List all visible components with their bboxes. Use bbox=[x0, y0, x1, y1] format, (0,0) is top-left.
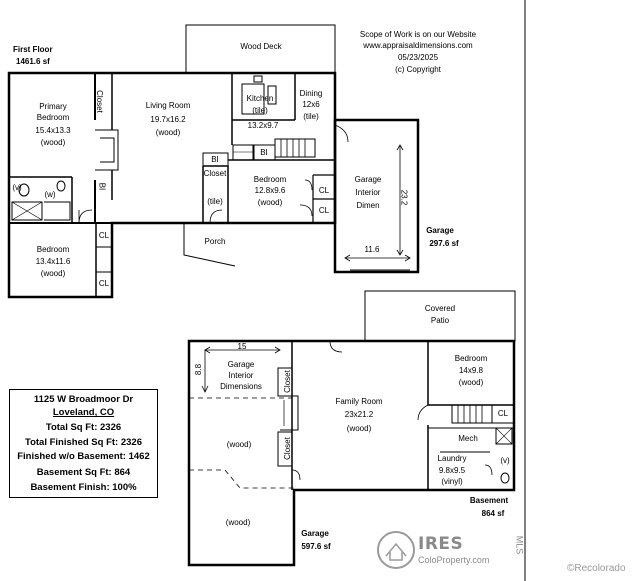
cl-label-sw-upper: CL bbox=[98, 231, 110, 240]
porch-outline bbox=[183, 223, 236, 267]
scope-of-work-line: Scope of Work is on our Website bbox=[359, 30, 477, 39]
bi-label-kitchen: BI bbox=[260, 148, 268, 157]
property-summary-box: 1125 W Broadmoor Dr Loveland, CO Total S… bbox=[9, 389, 158, 498]
fireplace bbox=[95, 129, 119, 171]
ires-watermark: IRES bbox=[418, 534, 464, 554]
closet-label-hall: Closet bbox=[203, 169, 227, 178]
summary-finished-sqft: Total Finished Sq Ft: 2326 bbox=[24, 437, 142, 448]
date-line: 05/23/2025 bbox=[397, 53, 439, 62]
kitchen-dimension: 13.2x9.7 bbox=[247, 121, 279, 130]
tile-label-hall: (tile) bbox=[207, 197, 223, 206]
closet-label-basement-upper: Closet bbox=[282, 370, 292, 393]
bi-label-vertical: BI bbox=[97, 182, 107, 191]
basement-outline bbox=[187, 339, 516, 567]
vanity-label-bath1: (v) bbox=[12, 183, 22, 192]
website-line: www.appraisaldimensions.com bbox=[363, 41, 473, 50]
cl-label-basement: CL bbox=[497, 409, 509, 418]
washer-label: (w) bbox=[44, 190, 56, 199]
closet-label-first-floor: Closet bbox=[94, 90, 104, 113]
first-floor-area: 1461.6 sf bbox=[16, 57, 50, 66]
vanity-label-basement: (v) bbox=[500, 456, 510, 465]
cl-label-sw-lower: CL bbox=[98, 279, 110, 288]
ires-watermark-sub: ColoProperty.com bbox=[418, 555, 490, 565]
copyright-line: (c) Copyright bbox=[395, 65, 441, 74]
garage-width-dim: 11.6 bbox=[364, 245, 380, 254]
basement-area: 864 sf bbox=[481, 509, 505, 518]
bi-label-hall: BI bbox=[211, 155, 219, 164]
closet-label-basement-lower: Closet bbox=[282, 437, 292, 460]
basement-title: Basement bbox=[469, 496, 509, 505]
garage-height-dim: 23.2 bbox=[399, 189, 409, 206]
bathtub bbox=[11, 201, 43, 221]
summary-city: Loveland, CO bbox=[52, 407, 115, 418]
basement-garage-area: 597.6 sf bbox=[301, 542, 331, 551]
mech-label: Mech bbox=[458, 434, 478, 443]
summary-street: 1125 W Broadmoor Dr bbox=[33, 394, 134, 405]
first-floor-title: First Floor bbox=[13, 45, 53, 54]
wood-deck-label: Wood Deck bbox=[240, 42, 282, 51]
kitchen-walls bbox=[231, 73, 296, 145]
mls-watermark: MLS bbox=[514, 535, 525, 555]
wood-label-garage-upper: (wood) bbox=[226, 440, 252, 449]
basement-garage-title: Garage bbox=[301, 529, 329, 538]
wood-label-garage-lower: (wood) bbox=[225, 518, 251, 527]
basement-garage-width-dim: 15 bbox=[237, 342, 247, 351]
summary-finished-wo-basement: Finished w/o Basement: 1462 bbox=[17, 451, 150, 462]
recolorado-watermark: ©Recolorado bbox=[567, 563, 626, 574]
summary-basement-finish: Basement Finish: 100% bbox=[30, 482, 137, 493]
ires-logo-ring bbox=[377, 531, 415, 569]
garage-top-area: 297.6 sf bbox=[429, 239, 459, 248]
porch-label: Porch bbox=[204, 237, 226, 246]
summary-basement-sqft: Basement Sq Ft: 864 bbox=[36, 467, 131, 478]
top-garage-outline bbox=[333, 118, 420, 274]
summary-total-sqft: Total Sq Ft: 2326 bbox=[45, 422, 122, 433]
cl-label-mid-lower: CL bbox=[318, 206, 330, 215]
garage-top-title: Garage bbox=[426, 226, 454, 235]
basement-garage-depth-dim: 8.8 bbox=[194, 363, 204, 376]
cl-label-mid-upper: CL bbox=[318, 186, 330, 195]
